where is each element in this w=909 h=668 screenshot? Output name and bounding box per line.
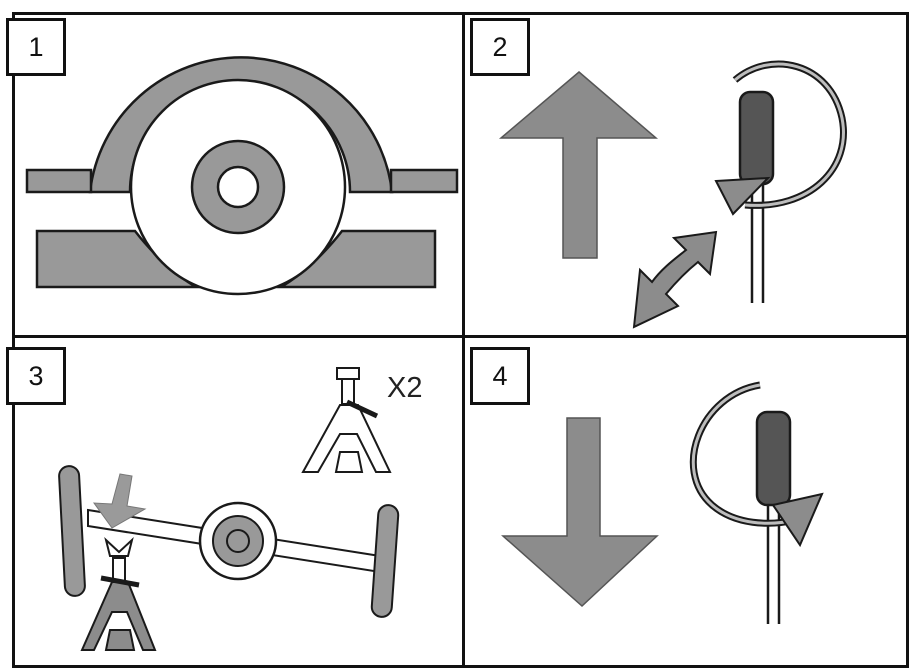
double-arrow-icon xyxy=(632,230,718,329)
panel-3 xyxy=(12,337,465,668)
jack-stand-icon xyxy=(301,367,392,473)
road-icon xyxy=(35,229,437,289)
step-number-3: 3 xyxy=(6,347,66,405)
quantity-badge: X2 xyxy=(387,372,423,404)
step-number-4: 4 xyxy=(470,347,530,405)
axle-icon xyxy=(58,465,400,618)
up-arrow-icon xyxy=(498,71,659,259)
fender-left-icon xyxy=(25,168,93,194)
clockwise-rotation-icon xyxy=(714,60,847,216)
panel-4 xyxy=(464,337,909,668)
down-arrow-icon xyxy=(501,417,659,608)
counterclockwise-rotation-icon xyxy=(690,381,824,548)
press-down-arrow-icon xyxy=(92,473,147,529)
hub-icon xyxy=(190,139,286,235)
panel-1 xyxy=(12,12,465,338)
panel-2 xyxy=(464,12,909,338)
jack-stand-under-axle-icon xyxy=(80,536,157,651)
fender-right-icon xyxy=(389,168,459,194)
step-number-1: 1 xyxy=(6,18,66,76)
step-number-2: 2 xyxy=(470,18,530,76)
